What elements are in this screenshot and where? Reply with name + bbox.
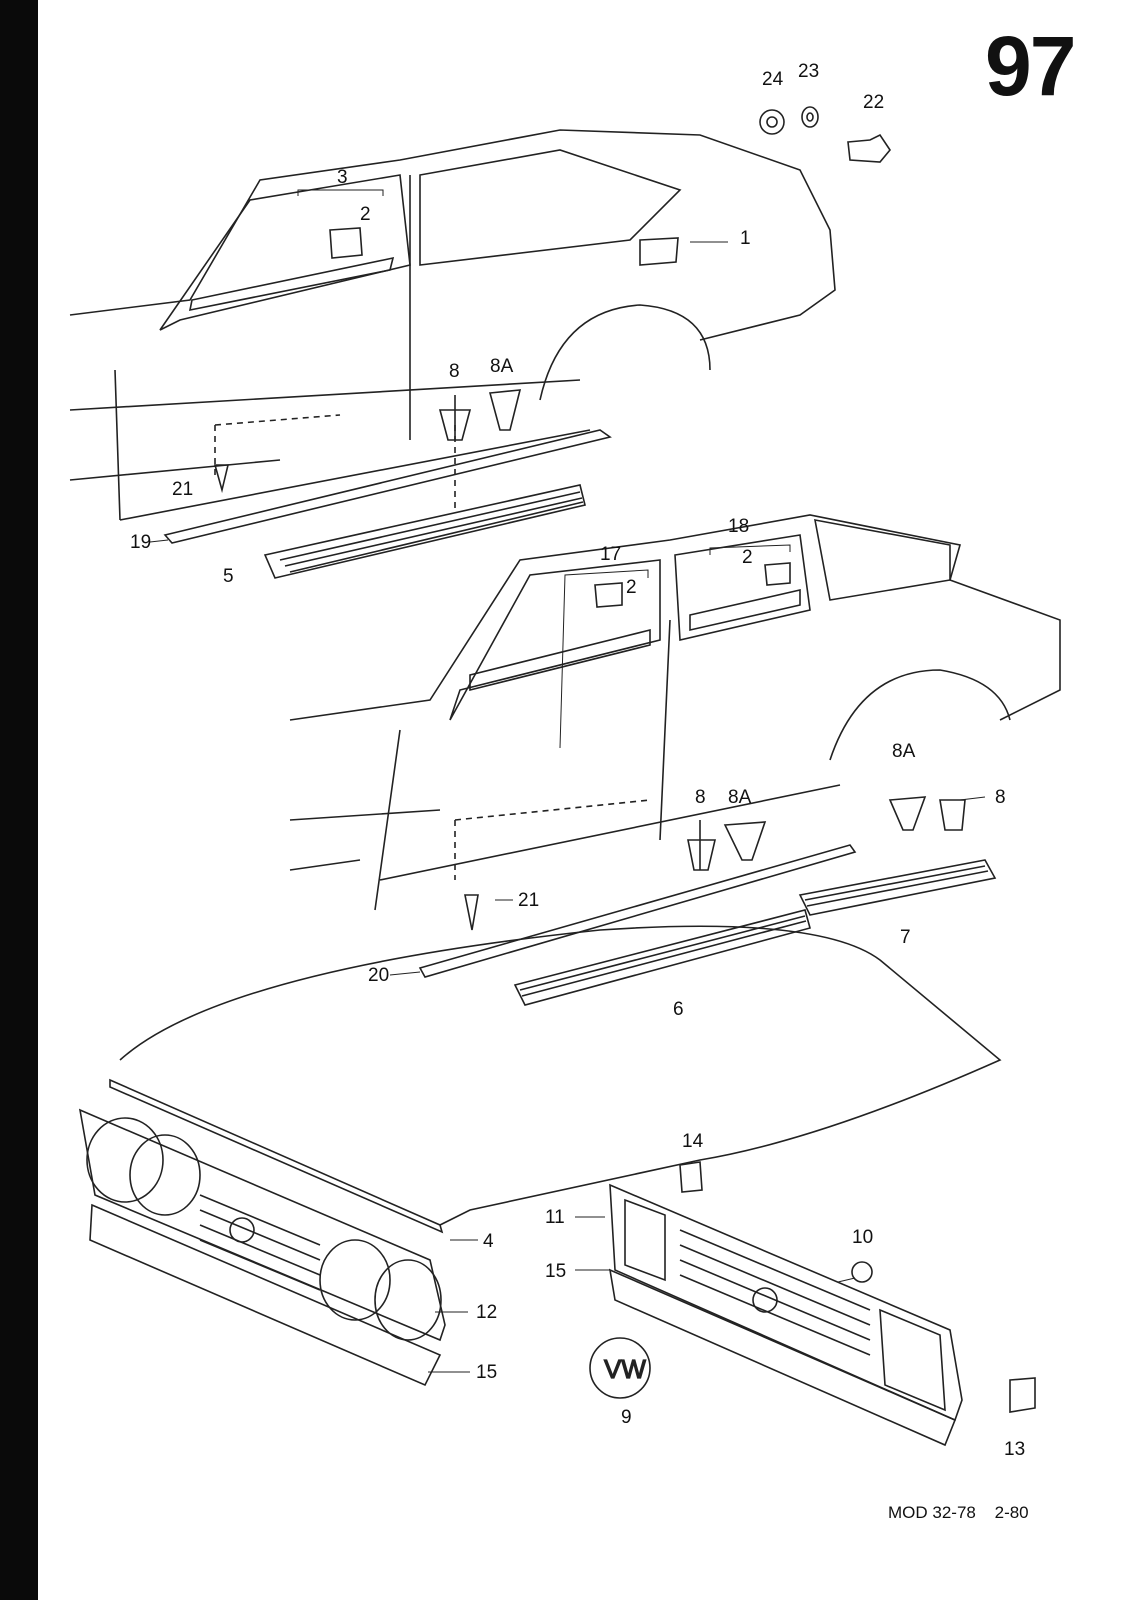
callout-13: 13 [1004,1439,1026,1460]
callout-10: 10 [852,1227,874,1248]
hood [109,925,1002,1234]
grille-left [78,1108,446,1387]
callout-2-front-door: 2 [626,577,637,598]
footer: MOD 32-78 2-80 [888,1503,1043,1523]
callout-9: 9 [621,1407,632,1428]
model-code: MOD 32-78 [888,1503,976,1522]
callout-6: 6 [673,999,684,1020]
car-body-middle [289,514,1061,911]
callout-8A-upper: 8A [490,356,514,377]
callout-12: 12 [476,1302,498,1323]
callout-24: 24 [762,69,784,90]
callout-2-upper: 2 [360,204,371,225]
callout-4: 4 [483,1231,494,1252]
callout-8-upper: 8 [449,361,460,382]
fuel-flap [639,237,679,266]
callout-23: 23 [798,61,820,82]
small-parts-top [329,106,891,259]
callout-22: 22 [863,92,885,113]
car-body-upper [69,129,836,521]
callout-2-rear-door: 2 [742,547,753,568]
callout-11: 11 [545,1207,565,1228]
leader-lines [149,189,986,1373]
callout-15-left: 15 [476,1362,498,1383]
grille-right: VW [589,1161,1036,1447]
svg-text:VW: VW [604,1354,646,1384]
callout-21-middle: 21 [518,890,540,911]
callout-3: 3 [337,167,348,188]
callout-15-right: 15 [545,1261,567,1282]
sill-strips-middle [418,796,997,1006]
sill-strips-upper [163,389,612,579]
callout-20: 20 [368,965,390,986]
page-number: 97 [985,19,1076,113]
callout-18: 18 [728,516,750,537]
callout-8A-right: 8A [892,741,916,762]
edition-date: 2-80 [994,1503,1029,1522]
callout-5: 5 [223,566,234,587]
callout-19: 19 [130,532,152,553]
window-molding-upper [188,256,395,312]
callout-8-middle: 8 [695,787,706,808]
callout-21-upper: 21 [172,479,194,500]
hood-seal-strip [109,1078,444,1234]
callout-8-right: 8 [995,787,1006,808]
callout-17: 17 [600,544,622,565]
callout-14: 14 [682,1131,704,1152]
callout-7: 7 [900,927,911,948]
binding-edge [0,0,38,1600]
callout-8A-middle: 8A [728,787,752,808]
